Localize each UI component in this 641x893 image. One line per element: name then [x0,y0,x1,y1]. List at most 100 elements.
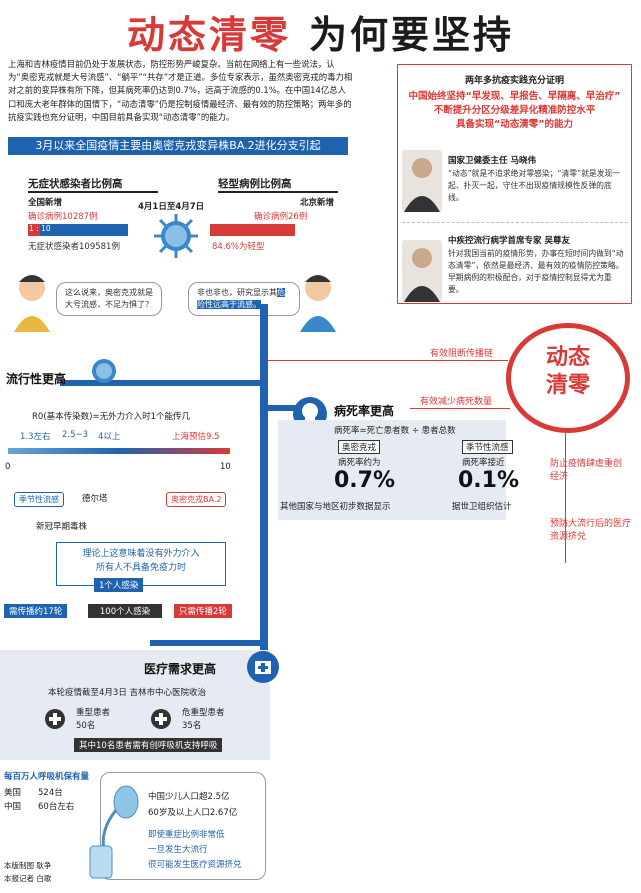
death-formula: 病死率=死亡患者数 ÷ 患者总数 [334,426,456,436]
axis-max: 10 [220,462,231,472]
arrow-label2: 有效减少病死数量 [420,397,493,407]
oval-tail [565,433,566,563]
bubble-right: 非也非也，研究显示其危险性远高于流感。 [188,282,300,316]
expert1-photo [402,150,442,212]
arrow-label3: 防止疫情肆虐重创经济 [550,459,623,482]
arrow-label1: 有效阻断传播链 [430,349,494,359]
theory-line2: 所有人不具备免疫力时 [95,563,186,573]
label-early: 新冠早期毒株 [36,522,88,532]
mild-pct: 84.6%为轻型 [212,242,265,252]
oval-line2: 清零 [545,373,590,398]
expert2-quote: 针对我国当前的疫情形势，办事在短时间内做到“动态清零”，依然是最经济、最有效的疫… [448,249,624,294]
expert-box-heading: 两年多抗疫实践充分证明 [464,76,564,86]
divider [402,222,628,223]
expert2-photo [402,240,442,302]
r0-t1: 1.3左右 [20,432,51,442]
warning-2: 一旦发生大流行 [148,845,208,855]
critical-label: 危重型患者 [182,708,225,718]
branch-spread [60,380,260,386]
medkit-icon [247,651,279,683]
branch-death [268,405,308,411]
death-panel [278,420,506,520]
asym-ratio: 1 : 10 [29,224,51,233]
warning-3: 很可能发生医疗资源挤兑 [148,860,242,870]
spread-100: 100个人感染 [88,604,162,618]
asym-title: 无症状感染者比例高 [28,176,158,193]
medical-title: 医疗需求更高 [144,662,217,676]
man-left-icon [14,275,50,332]
intro-text: 上海和吉林疫情目前仍处于发展状态，防控形势严峻复杂。当前在网络上有一些说法，认为… [8,59,353,122]
vent-cn-value: 60台左右 [38,802,75,812]
double-plus-icon [151,709,171,729]
mild-region: 北京新增 [300,198,335,208]
page-title: 动态清零为何要坚持 [0,4,641,59]
arrow-label4: 预防大流行后的医疗资源挤兑 [550,519,632,542]
ventilator-note: 其中10名患者需有创呼吸机支持呼吸 [74,738,223,752]
flu-value: 0.1% [458,468,520,493]
r0-t4: 上海预估9.5 [172,432,220,442]
branch-medical [150,640,260,646]
oxygen-mask-icon [89,785,139,879]
expert-box-line2: 不断提升分区分级差异化精准防控水平 [433,105,596,116]
medical-line: 本轮疫情截至4月3日 吉林市中心医院收治 [48,688,207,698]
credit-2: 本报记者 白歌 [4,874,52,883]
heavy-label: 重型患者 [76,708,111,718]
bubble-left: 这么说来，奥密克戎就是大号流感，不足为惧了？ [56,282,162,316]
theory-line1: 理论上这意味着没有外力介入 [82,549,200,559]
asym-count: 无症状感染者109581例 [28,242,120,252]
band-heading: 3月以来全国疫情主要由奥密克戎变异株BA.2进化分支引起 [8,137,348,155]
expert-box-line1: 中国始终坚持“早发现、早报告、早隔离、早治疗” [408,91,621,102]
spread-2: 只需传播2轮 [174,604,232,618]
dynamic-zero-oval: 动态清零 [506,323,630,433]
mild-confirmed: 确诊病例26例 [254,212,308,222]
bubble-right-text: 非也非也，研究显示其 [197,288,277,297]
expert-box-line3: 具备实现“动态清零”的能力 [456,119,573,130]
date-range: 4月1日至4月7日 [138,202,205,212]
man-right-icon [300,275,336,332]
spread-title: 流行性更高 [6,372,67,386]
label-ba2: 奥密克戎BA.2 [166,492,227,507]
asym-bar [28,224,128,236]
expert2-name: 中疾控流行病学首席专家 吴尊友 [448,236,570,246]
spread-17: 需传播约17轮 [4,604,68,618]
pop-elderly: 60岁及以上人口2.67亿 [148,808,238,818]
arrow-line2 [410,408,510,409]
asym-region: 全国新增 [28,198,63,208]
expert1-name: 国家卫健委主任 马晓伟 [448,156,536,166]
flu-sub: 病死率接近 [462,458,505,468]
heavy-count: 50名 [76,721,96,731]
warning-1: 即使重症比例非常低 [148,830,225,840]
omicron-value: 0.7% [334,468,396,493]
virus-icon [154,214,198,258]
r0-definition: R0(基本传染数)=无外力介入时1个能传几 [32,412,190,422]
omicron-note: 其他国家与地区初步数据显示 [280,502,391,512]
label-delta: 德尔塔 [82,494,108,504]
r0-axis [8,448,230,454]
critical-count: 35名 [182,721,202,731]
omicron-sub: 病死率约为 [338,458,381,468]
credit-1: 本版制图 耿争 [4,861,52,870]
vent-box [100,772,266,880]
flu-note: 据世卫组织估计 [452,502,512,512]
axis-min: 0 [5,462,11,472]
r0-t3: 4以上 [98,432,121,442]
pop-children: 中国少儿人口超2.5亿 [148,792,230,802]
mild-bar [210,224,295,236]
vent-us: 美国 [4,788,22,798]
plus-icon [45,709,65,729]
r0-t2: 2.5~3 [62,430,89,440]
mild-title: 轻型病例比例高 [218,176,338,193]
arrow-line1 [268,360,508,361]
trunk-line [260,304,268,754]
death-title: 病死率更高 [334,404,395,418]
oval-line1: 动态 [545,345,590,370]
title-black: 为何要坚持 [309,13,515,57]
vent-title: 每百万人呼吸机保有量 [4,772,90,782]
omicron-label: 奥密克戎 [338,440,381,454]
title-red: 动态清零 [126,13,291,57]
asym-bar-red [28,224,40,236]
vent-cn: 中国 [4,802,22,812]
asym-confirmed: 确诊病例10287例 [28,212,98,222]
virus-small-icon [92,359,116,383]
label-flu: 季节性流感 [14,492,64,507]
